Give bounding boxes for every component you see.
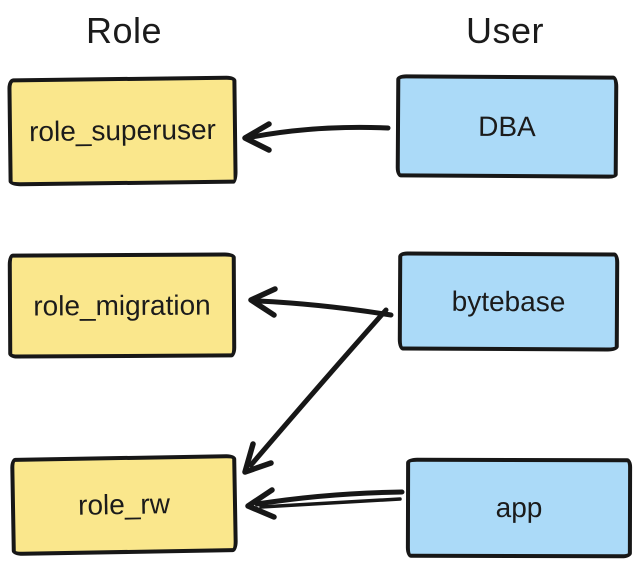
role-column-header: Role: [85, 10, 163, 51]
node-role-rw: role_rw: [10, 454, 238, 556]
node-user-bytebase: bytebase: [397, 251, 620, 352]
node-role-superuser: role_superuser: [7, 75, 238, 187]
node-user-bytebase-label: bytebase: [451, 285, 566, 317]
node-role-migration: role_migration: [7, 252, 237, 359]
node-user-app-label: app: [495, 491, 543, 524]
arrow-bytebase-to-role-rw: [242, 307, 389, 475]
node-user-app: app: [405, 457, 633, 559]
arrow-app-to-role-rw: [245, 487, 405, 520]
node-role-migration-label: role_migration: [33, 289, 211, 321]
arrow-bytebase-to-role-migration: [248, 286, 394, 318]
node-role-rw-label: role_rw: [77, 488, 171, 521]
node-user-dba-label: DBA: [478, 110, 536, 142]
node-role-superuser-label: role_superuser: [28, 113, 217, 148]
node-user-dba: DBA: [395, 74, 619, 179]
arrow-dba-to-role-superuser: [242, 121, 391, 153]
user-column-header: User: [465, 10, 544, 51]
